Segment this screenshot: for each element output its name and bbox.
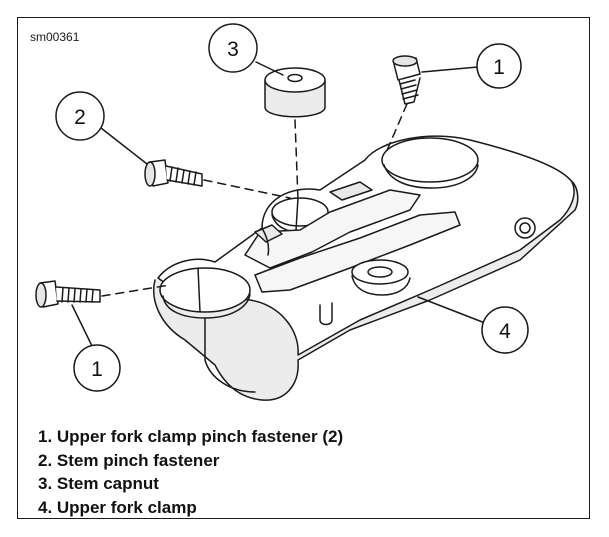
callout-number-1-top: 1 [493, 56, 505, 79]
callout-circle-1-top [476, 43, 522, 89]
legend-item-1: 1. Upper fork clamp pinch fastener (2) [38, 427, 344, 446]
callout-number-4: 4 [499, 320, 511, 343]
callout-number-3: 3 [227, 38, 239, 61]
callout-number-1-left: 1 [91, 358, 103, 381]
callout-number-2: 2 [74, 106, 86, 129]
assembly-lines [101, 103, 408, 297]
stem-capnut [264, 67, 326, 118]
stem-pinch-fastener [144, 159, 203, 187]
callout-circles [55, 23, 529, 392]
pinch-fastener-left [35, 280, 101, 308]
callout-circle-1-left [73, 344, 121, 392]
legend-item-3: 3. Stem capnut [38, 474, 159, 493]
leader-lines [71, 61, 486, 349]
callout-circle-4 [481, 306, 529, 354]
legend-item-4: 4. Upper fork clamp [38, 497, 197, 517]
callout-circle-2 [55, 91, 105, 141]
upper-fork-clamp [153, 135, 579, 401]
legend-item-2: 2. Stem pinch fastener [38, 450, 220, 470]
callout-circle-3 [208, 23, 258, 73]
pinch-fastener-top [392, 55, 421, 105]
parts-legend: 1. Upper fork clamp pinch fastener (2) 2… [38, 425, 343, 519]
figure-reference-code: sm00361 [30, 30, 80, 44]
